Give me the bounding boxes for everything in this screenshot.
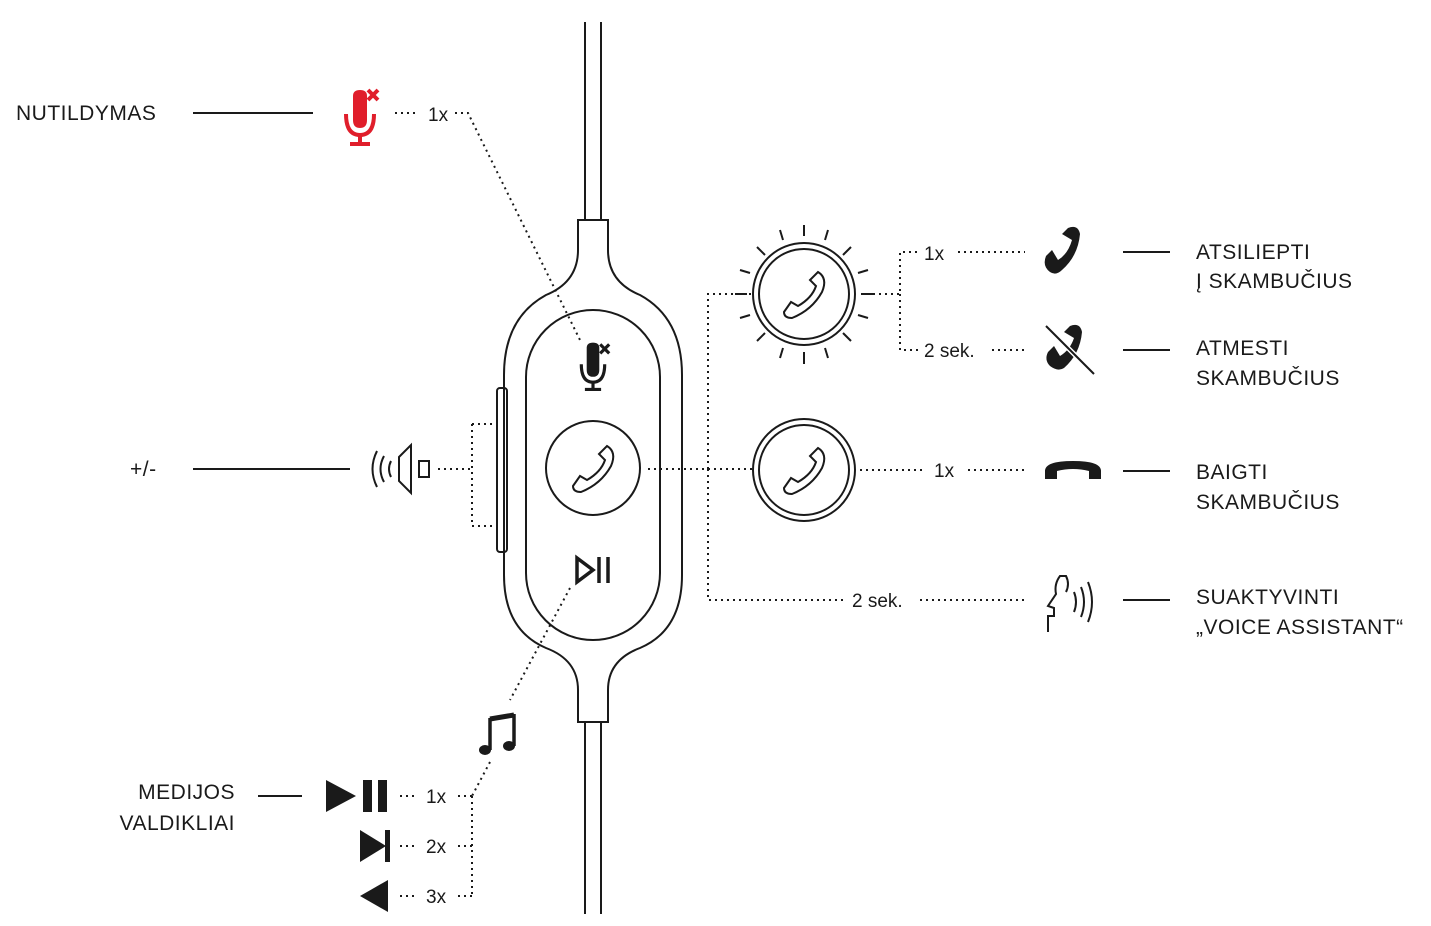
phone-answer-icon <box>1044 226 1080 274</box>
voice-assistant-icon <box>1046 575 1093 632</box>
play-pause-count: 1x <box>426 787 447 808</box>
music-note-icon <box>479 712 516 755</box>
remote-mute-button[interactable] <box>579 342 611 391</box>
previous-count: 3x <box>426 887 447 908</box>
decline-label-line2: SKAMBUČIUS <box>1196 367 1340 390</box>
remote-call-button[interactable] <box>545 420 641 516</box>
remote-play-pause-button[interactable] <box>575 554 610 586</box>
assistant-label-line2: „VOICE ASSISTANT“ <box>1196 616 1404 639</box>
play-pause-icon <box>575 554 610 586</box>
decline-count: 2 sek. <box>924 341 975 362</box>
media-label-line2: VALDIKLIAI <box>119 812 235 835</box>
phone-handset-icon <box>782 270 826 320</box>
phone-hangup-icon <box>1045 461 1101 479</box>
phone-handset-icon <box>782 446 826 496</box>
phone-handset-icon <box>571 444 615 494</box>
next-count: 2x <box>426 837 447 858</box>
active-call-button <box>752 418 856 522</box>
end-count: 1x <box>934 461 955 482</box>
mic-mute-icon <box>344 88 380 146</box>
media-label-line1: MEDIJOS <box>138 781 235 804</box>
cable <box>584 22 602 914</box>
answer-label-line1: ATSILIEPTI <box>1196 241 1311 264</box>
speaker-volume-icon <box>371 442 430 496</box>
answer-count: 1x <box>924 244 945 265</box>
assistant-count: 2 sek. <box>852 591 903 612</box>
end-label-line2: SKAMBUČIUS <box>1196 491 1340 514</box>
phone-decline-icon <box>1044 324 1096 376</box>
volume-label: +/- <box>130 458 157 481</box>
mute-label: NUTILDYMAS <box>16 102 157 125</box>
decline-label-line1: ATMESTI <box>1196 337 1289 360</box>
mic-mute-icon <box>579 342 611 391</box>
answer-label-line2: Į SKAMBUČIUS <box>1196 270 1353 293</box>
mute-count: 1x <box>428 105 449 126</box>
remote-body <box>496 219 683 723</box>
incoming-call-button <box>735 225 873 364</box>
play-pause-icon <box>326 780 387 812</box>
assistant-label-line1: SUAKTYVINTI <box>1196 586 1340 609</box>
end-label-line1: BAIGTI <box>1196 461 1268 484</box>
previous-track-icon <box>360 880 388 912</box>
next-track-icon <box>360 830 390 862</box>
